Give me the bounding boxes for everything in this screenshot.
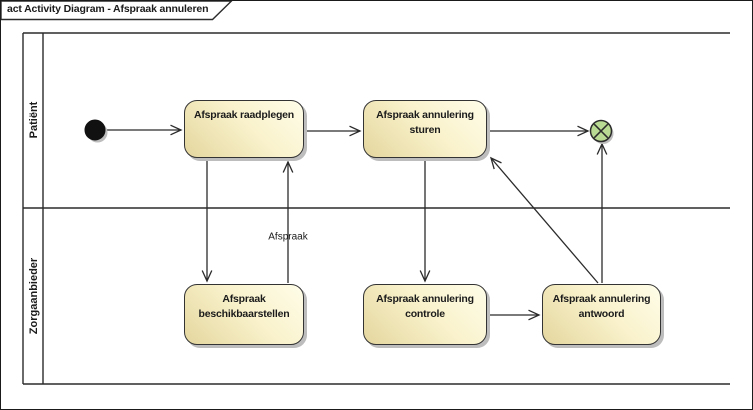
edge-label-afspraak: Afspraak — [268, 231, 308, 243]
activity-afspraak-annulering-controle[interactable]: Afspraak annulering controle — [363, 284, 487, 345]
edge-antwoord-to-sturen — [489, 156, 599, 284]
flow-final-circle — [589, 119, 613, 143]
initial-node-shadow — [87, 122, 108, 143]
activity-afspraak-annulering-sturen[interactable]: Afspraak annulering sturen — [363, 100, 487, 158]
lane-label-zorgaanbieder: Zorgaanbieder — [28, 257, 40, 335]
flow-final-node[interactable] — [589, 119, 614, 145]
activity-label: Afspraak — [222, 293, 266, 305]
activity-label: sturen — [409, 124, 441, 136]
flow-final-x-icon — [593, 123, 609, 139]
initial-node-circle — [84, 119, 106, 141]
activity-label: beschikbaarstellen — [198, 308, 290, 320]
initial-node[interactable] — [84, 119, 108, 143]
lane-label-patient: Patiënt — [28, 101, 40, 139]
diagram-frame-title: act Activity Diagram - Afspraak annulere… — [7, 3, 209, 15]
activity-label: Afspraak annulering — [376, 293, 474, 305]
activity-afspraak-annulering-antwoord[interactable]: Afspraak annulering antwoord — [542, 284, 661, 345]
activity-afspraak-beschikbaarstellen[interactable]: Afspraak beschikbaarstellen — [184, 284, 304, 345]
activity-label: antwoord — [578, 308, 625, 320]
activity-afspraak-raadplegen[interactable]: Afspraak raadplegen — [184, 100, 304, 158]
activity-label: Afspraak annulering — [376, 109, 474, 121]
activity-label: Afspraak annulering — [552, 293, 651, 305]
flow-final-shadow — [592, 123, 614, 144]
activity-label: Afspraak raadplegen — [193, 109, 295, 121]
activity-label: controle — [405, 308, 445, 320]
